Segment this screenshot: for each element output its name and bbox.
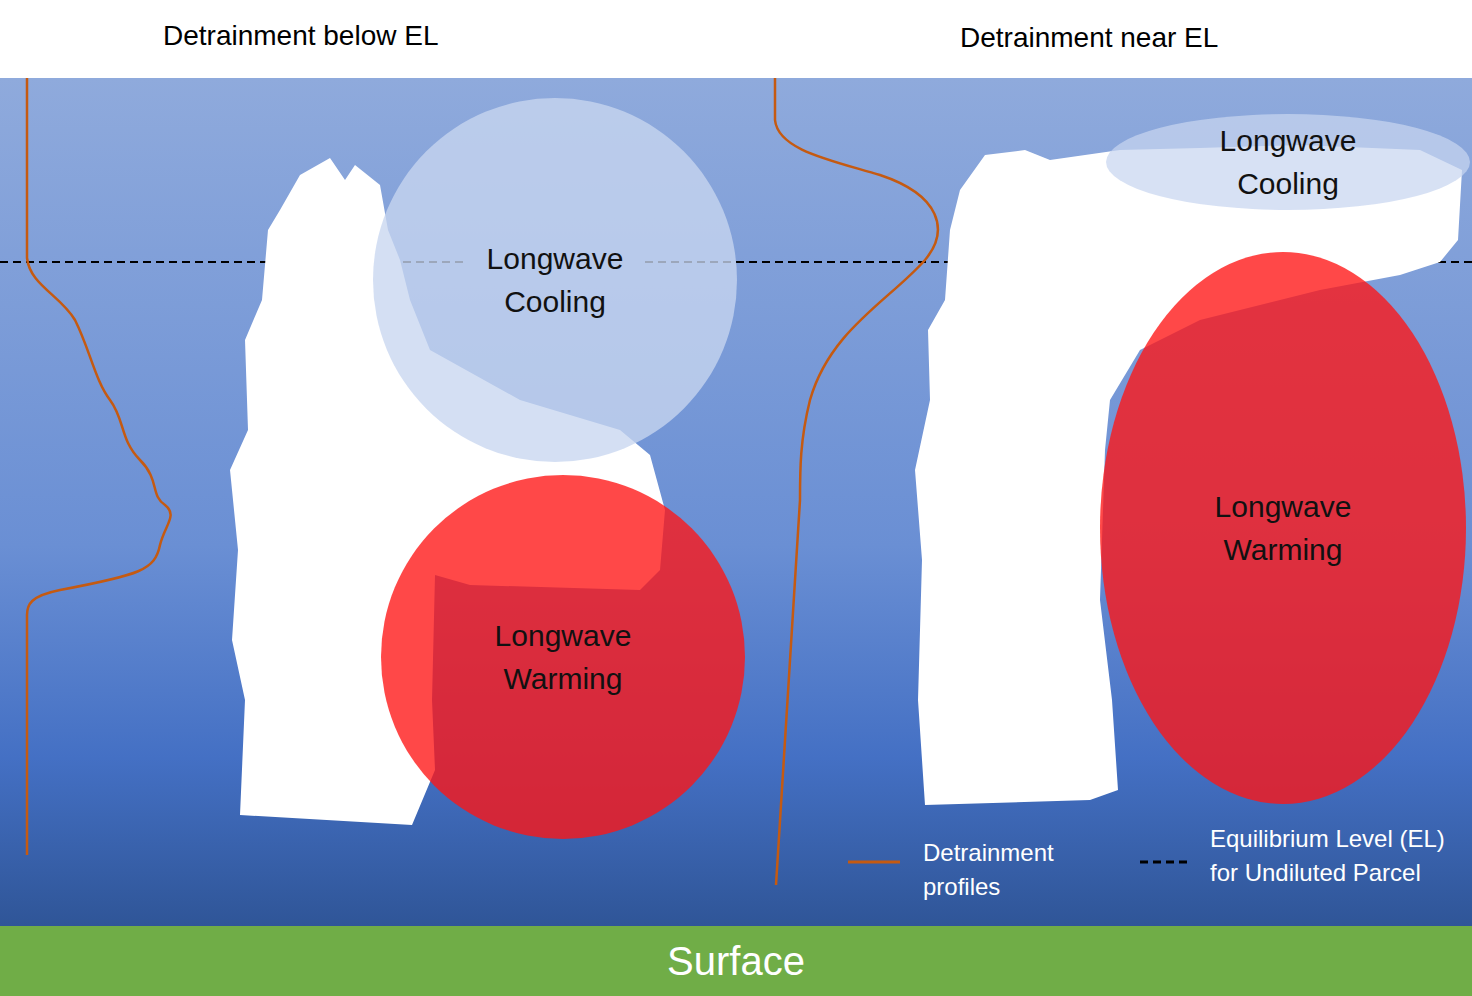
panel-heading: Detrainment near EL bbox=[960, 22, 1218, 54]
node-text: Longwave Warming bbox=[473, 614, 653, 700]
cooling-circle: Longwave Cooling bbox=[373, 98, 737, 462]
legend-el-sample bbox=[1140, 861, 1190, 864]
warming-ellipse: Longwave Warming bbox=[1100, 252, 1466, 804]
warming-circle-shape bbox=[381, 475, 745, 839]
surface-band: Surface bbox=[0, 926, 1472, 996]
legend-text: Detrainment profiles bbox=[923, 836, 1083, 904]
cooling-ellipse: Longwave Cooling bbox=[1106, 114, 1470, 210]
node-text: Longwave Cooling bbox=[465, 237, 645, 323]
sky-gradient bbox=[0, 78, 1472, 928]
panel-heading: Detrainment below EL bbox=[163, 20, 438, 52]
node-text: Surface bbox=[667, 937, 805, 985]
detrainment-profile bbox=[27, 78, 171, 855]
cooling-circle-shape bbox=[373, 98, 737, 462]
warming-ellipse-shape bbox=[1100, 252, 1466, 804]
legend-profile-sample bbox=[848, 861, 900, 864]
node-text: Longwave Warming bbox=[1193, 485, 1373, 571]
detrainment-profile bbox=[775, 78, 938, 885]
node-text: Longwave Cooling bbox=[1198, 119, 1378, 205]
legend-text: Equilibrium Level (EL) for Undiluted Par… bbox=[1210, 822, 1450, 890]
warming-circle: Longwave Warming bbox=[381, 475, 745, 839]
